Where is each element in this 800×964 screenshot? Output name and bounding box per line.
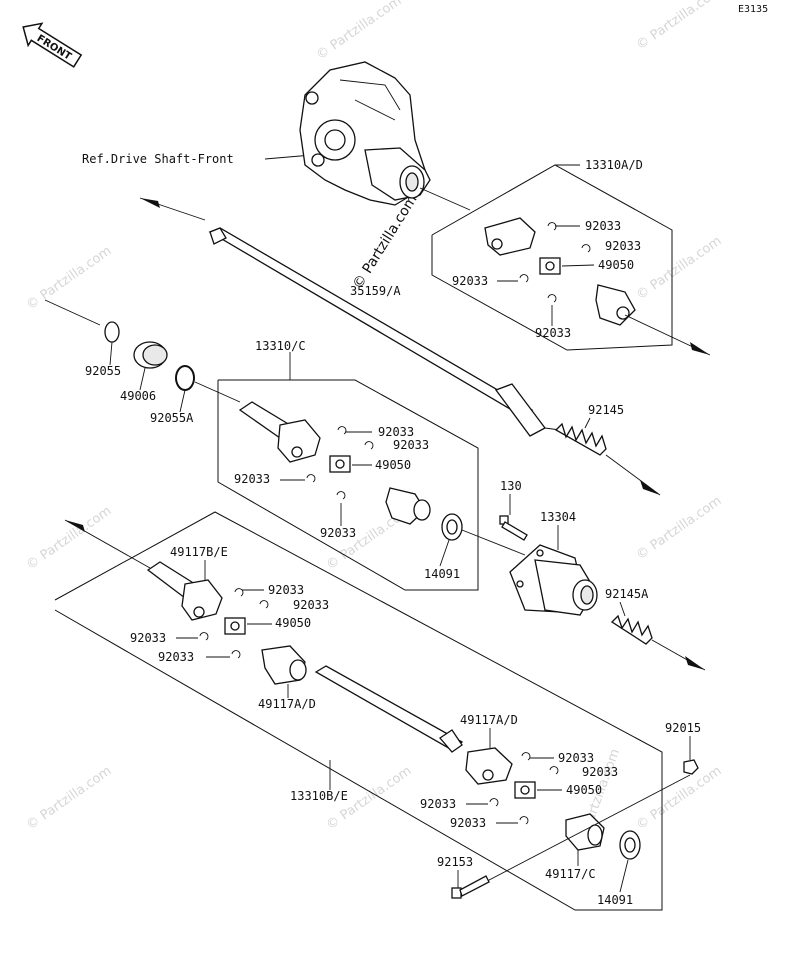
part-label-49117ad-2: 49117A/D <box>460 713 518 727</box>
spring-92145 <box>554 422 607 456</box>
part-label-14091-a: 14091 <box>424 567 460 581</box>
part-label-130: 130 <box>500 479 522 493</box>
watermark: © Partzilla.com <box>634 763 725 833</box>
box-13310be <box>54 511 663 911</box>
lower-shaft <box>314 665 464 753</box>
part-label-35159a: 35159/A <box>350 284 401 298</box>
part-label-13310ad: 13310A/D <box>585 158 643 172</box>
part-label-92033-a4: 92033 <box>535 326 571 340</box>
bearing-housing-13304 <box>509 544 598 616</box>
part-label-14091-b: 14091 <box>597 893 633 907</box>
bolt-130 <box>499 515 528 541</box>
washer-14091-a <box>441 513 463 541</box>
part-label-49006: 49006 <box>120 389 156 403</box>
part-label-92015: 92015 <box>665 721 701 735</box>
yoke-c2 <box>385 487 431 525</box>
part-label-13310be: 13310B/E <box>290 789 348 803</box>
part-label-92033-c3: 92033 <box>234 472 270 486</box>
part-label-13310c: 13310/C <box>255 339 306 353</box>
ref-drive-shaft-label: Ref.Drive Shaft-Front <box>82 152 234 166</box>
part-label-92055a: 92055A <box>150 411 194 425</box>
final-gear-case <box>299 61 431 206</box>
part-label-92055: 92055 <box>85 364 121 378</box>
part-label-92033-c1: 92033 <box>378 425 414 439</box>
part-label-49050-a: 49050 <box>598 258 634 272</box>
yoke-a2 <box>595 284 636 326</box>
box-13310c <box>217 352 479 591</box>
part-label-49117ad-1: 49117A/D <box>258 697 316 711</box>
part-label-92033-d3: 92033 <box>420 797 456 811</box>
part-label-92033-d4: 92033 <box>450 816 486 830</box>
watermark: © Partzilla.com <box>314 0 405 63</box>
part-label-92033-a3: 92033 <box>452 274 488 288</box>
part-label-92033-c4: 92033 <box>320 526 356 540</box>
spring-92145a <box>610 614 653 645</box>
nut-92015 <box>683 759 699 775</box>
part-label-92033-b4: 92033 <box>158 650 194 664</box>
box-13310ad <box>431 164 673 351</box>
part-label-92033-b2: 92033 <box>293 598 329 612</box>
part-label-92033-c2: 92033 <box>393 438 429 452</box>
watermark: © Partzilla.com <box>24 503 115 573</box>
part-label-92033-d2: 92033 <box>582 765 618 779</box>
part-label-49050-b: 49050 <box>275 616 311 630</box>
yoke-c1 <box>238 401 321 463</box>
part-label-92145: 92145 <box>588 403 624 417</box>
front-arrow-icon: FRONT <box>22 22 83 68</box>
yoke-49117c <box>565 813 605 851</box>
bolt-92153 <box>451 875 490 899</box>
yoke-b1 <box>146 561 223 621</box>
washer-14091-b <box>619 830 641 860</box>
diagram-code: E3135 <box>738 4 768 15</box>
drive-shaft-front <box>139 197 561 437</box>
spider-49050-d <box>514 781 536 799</box>
watermark: © Partzilla.com <box>24 763 115 833</box>
part-label-92033-d1: 92033 <box>558 751 594 765</box>
bushing-49006 <box>133 341 168 369</box>
o-ring-92055a <box>175 365 195 391</box>
part-label-49050-d: 49050 <box>566 783 602 797</box>
part-label-49117c: 49117/C <box>545 867 596 881</box>
part-label-13304: 13304 <box>540 510 576 524</box>
part-label-92033-a2: 92033 <box>605 239 641 253</box>
watermark: © Partzilla.com <box>634 493 725 563</box>
watermark: © Partzilla.com <box>634 233 725 303</box>
yoke-d1 <box>465 747 513 785</box>
spider-49050-a <box>539 257 561 275</box>
part-label-92033-b3: 92033 <box>130 631 166 645</box>
part-label-92033-b1: 92033 <box>268 583 304 597</box>
yoke-b2 <box>261 645 307 685</box>
part-label-92153: 92153 <box>437 855 473 869</box>
yoke-a1 <box>484 217 536 256</box>
spider-49050-c <box>329 455 351 473</box>
part-label-92033-a1: 92033 <box>585 219 621 233</box>
watermark: © Partzilla.com <box>350 192 421 292</box>
part-label-92145a: 92145A <box>605 587 649 601</box>
o-ring-92055 <box>44 299 120 343</box>
watermark: © Partzilla.com <box>634 0 725 53</box>
part-label-49117be: 49117B/E <box>170 545 228 559</box>
watermark: © Partzilla.com <box>24 243 115 313</box>
part-label-49050-c: 49050 <box>375 458 411 472</box>
spider-49050-b <box>224 617 246 635</box>
